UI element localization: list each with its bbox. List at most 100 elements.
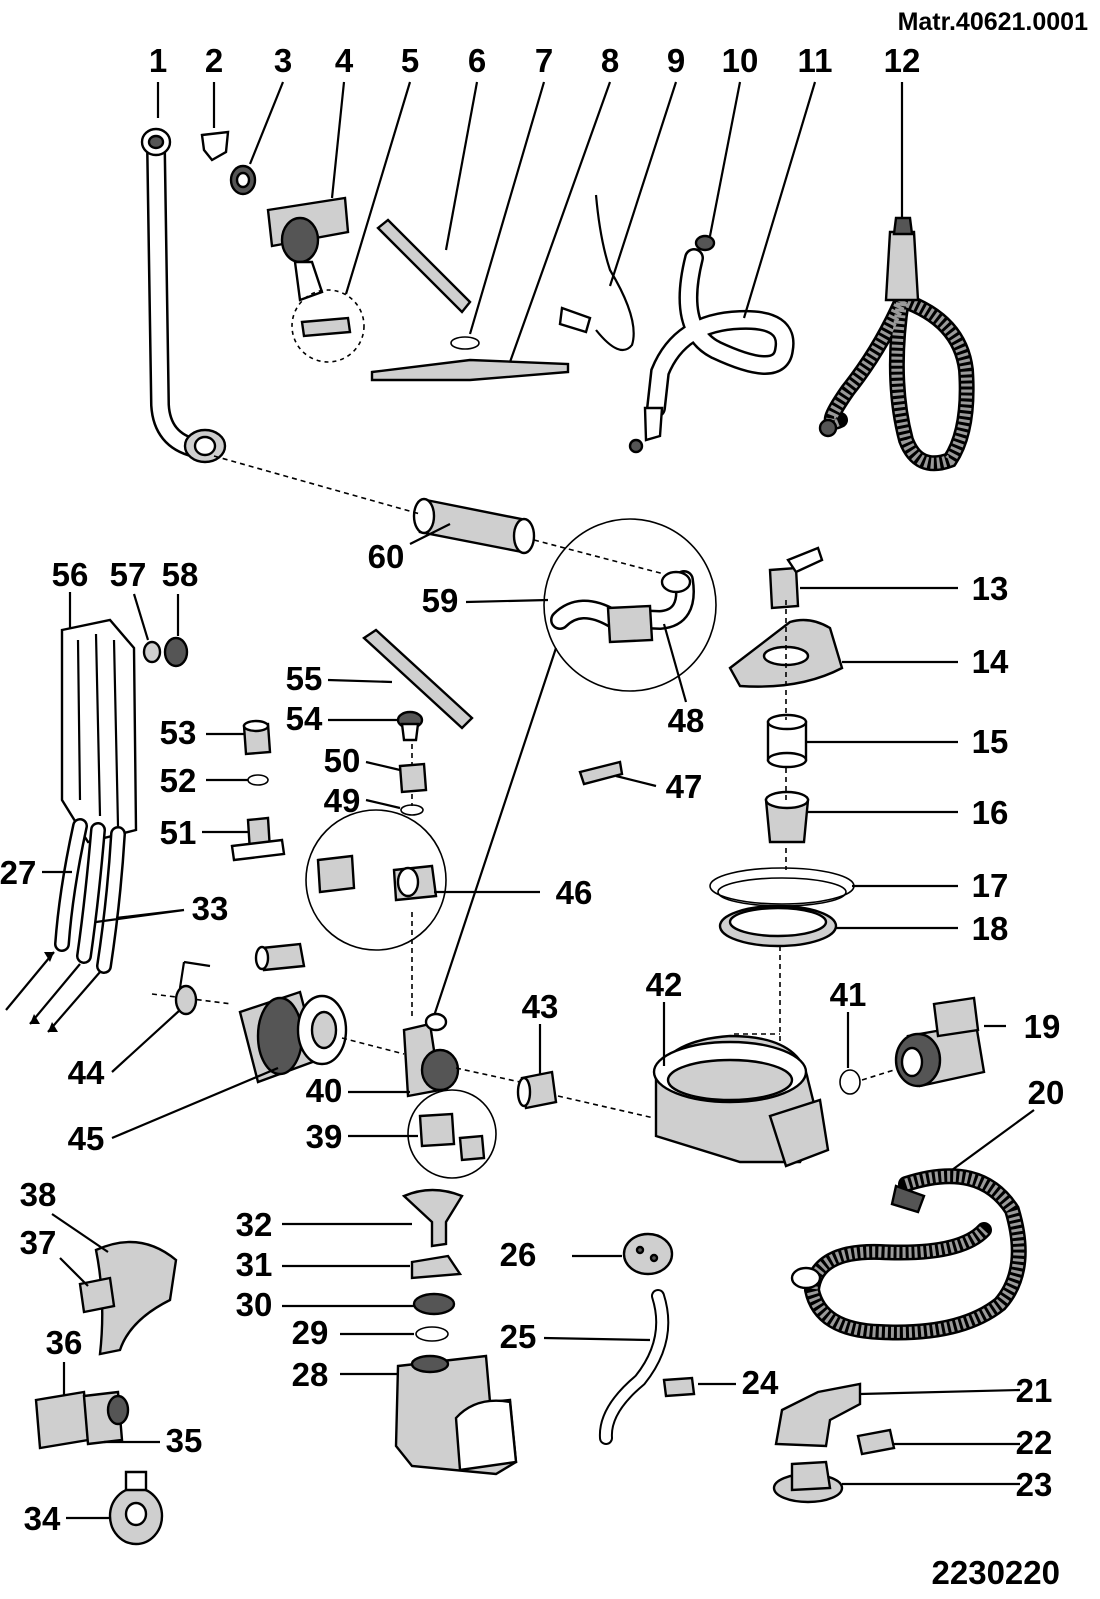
leader-11 (742, 81, 817, 319)
leader-45 (111, 1066, 279, 1140)
part-17-ring (709, 867, 855, 905)
leader-6 (444, 81, 479, 251)
part-41-seal (839, 1069, 861, 1095)
part-50-bushing (398, 762, 428, 794)
part-59-48-detail (543, 518, 717, 692)
callout-55: 55 (286, 660, 323, 697)
part-44-spring-clip (174, 960, 211, 1016)
part-58-nut (163, 636, 189, 668)
callout-31: 31 (236, 1246, 273, 1283)
callout-29: 29 (292, 1314, 329, 1351)
leader-37 (59, 1257, 89, 1287)
leader-44 (111, 1009, 181, 1073)
callout-6: 6 (468, 42, 486, 79)
leader-4 (330, 81, 346, 199)
part-2-clip (200, 130, 230, 162)
material-number: Matr.40621.0001 (898, 8, 1089, 36)
part-49-ring (400, 804, 424, 816)
part-37-sensor (78, 1276, 116, 1314)
part-21-float-switch (774, 1382, 862, 1448)
part-32-funnel (401, 1188, 464, 1248)
callout-52: 52 (160, 762, 197, 799)
leader-48 (662, 623, 688, 703)
callout-57: 57 (110, 556, 147, 593)
part-42-sump (652, 1034, 830, 1168)
part-7-ring (450, 336, 480, 350)
callout-27: 27 (0, 854, 36, 891)
callout-13: 13 (972, 570, 1009, 607)
leader-25 (543, 1336, 651, 1342)
callout-50: 50 (324, 742, 361, 779)
callout-5: 5 (401, 42, 419, 79)
part-24-clip (662, 1376, 696, 1398)
callout-41: 41 (830, 976, 867, 1013)
callout-22: 22 (1016, 1424, 1053, 1461)
leader-9 (608, 81, 678, 287)
part-43-coupling (516, 1070, 558, 1110)
callout-36: 36 (46, 1324, 83, 1361)
part-36-valve (34, 1390, 90, 1450)
callout-33: 33 (192, 890, 229, 927)
part-19-drain-pump (894, 996, 986, 1088)
part-56-duct (60, 618, 138, 844)
callout-48: 48 (668, 702, 705, 739)
callout-9: 9 (667, 42, 685, 79)
leader-7 (468, 81, 546, 335)
leader-10 (708, 81, 742, 237)
leader-55 (327, 678, 393, 684)
part-23-float (772, 1460, 844, 1504)
callout-53: 53 (160, 714, 197, 751)
part-13-filter-cap (768, 546, 824, 610)
part-57-ring (142, 640, 162, 664)
part-39-detail (407, 1089, 497, 1179)
part-27-33-hoses (5, 818, 126, 1033)
callout-14: 14 (972, 643, 1009, 680)
callout-38: 38 (20, 1176, 57, 1213)
leader-50 (365, 760, 401, 772)
part-31-flange (410, 1254, 463, 1280)
part-55-lower-spray-arm (362, 628, 474, 730)
part-9-cable-plug (558, 194, 635, 352)
callout-24: 24 (742, 1364, 779, 1401)
callout-19: 19 (1024, 1008, 1061, 1045)
callout-30: 30 (236, 1286, 273, 1323)
leader-60 (409, 523, 451, 545)
part-3-nut (229, 164, 257, 196)
leader-38 (51, 1213, 109, 1253)
leader-59 (465, 598, 549, 604)
callout-3: 3 (274, 42, 292, 79)
callout-16: 16 (972, 794, 1009, 831)
part-22-microswitch (856, 1428, 896, 1456)
part-45-circulation-pump (238, 942, 348, 1084)
callout-11: 11 (798, 42, 833, 79)
callout-1: 1 (149, 42, 167, 79)
leader-21 (859, 1388, 1021, 1396)
leader-47 (615, 774, 657, 788)
part-8-spray-arm (370, 358, 570, 382)
leader-33 (95, 908, 185, 924)
part-25-tube (598, 1289, 670, 1445)
callout-37: 37 (20, 1224, 57, 1261)
callout-21: 21 (1016, 1372, 1053, 1409)
part-34-flowmeter (108, 1470, 164, 1546)
callout-35: 35 (166, 1422, 203, 1459)
callout-39: 39 (306, 1118, 343, 1155)
callout-12: 12 (884, 42, 921, 79)
part-47-clip (578, 760, 624, 786)
leader-49 (365, 798, 401, 810)
callout-4: 4 (335, 42, 354, 79)
callout-42: 42 (646, 966, 683, 1003)
callout-10: 10 (722, 42, 759, 79)
part-46-detail (305, 809, 447, 951)
part-28-softener (394, 1354, 518, 1476)
callout-32: 32 (236, 1206, 273, 1243)
part-11-inlet-hose (628, 248, 795, 454)
part-29-seal (415, 1326, 449, 1342)
part-35-solenoid (82, 1390, 130, 1446)
callout-47: 47 (666, 768, 703, 805)
callout-23: 23 (1016, 1466, 1053, 1503)
callout-54: 54 (286, 700, 323, 737)
leader-3 (248, 81, 285, 165)
